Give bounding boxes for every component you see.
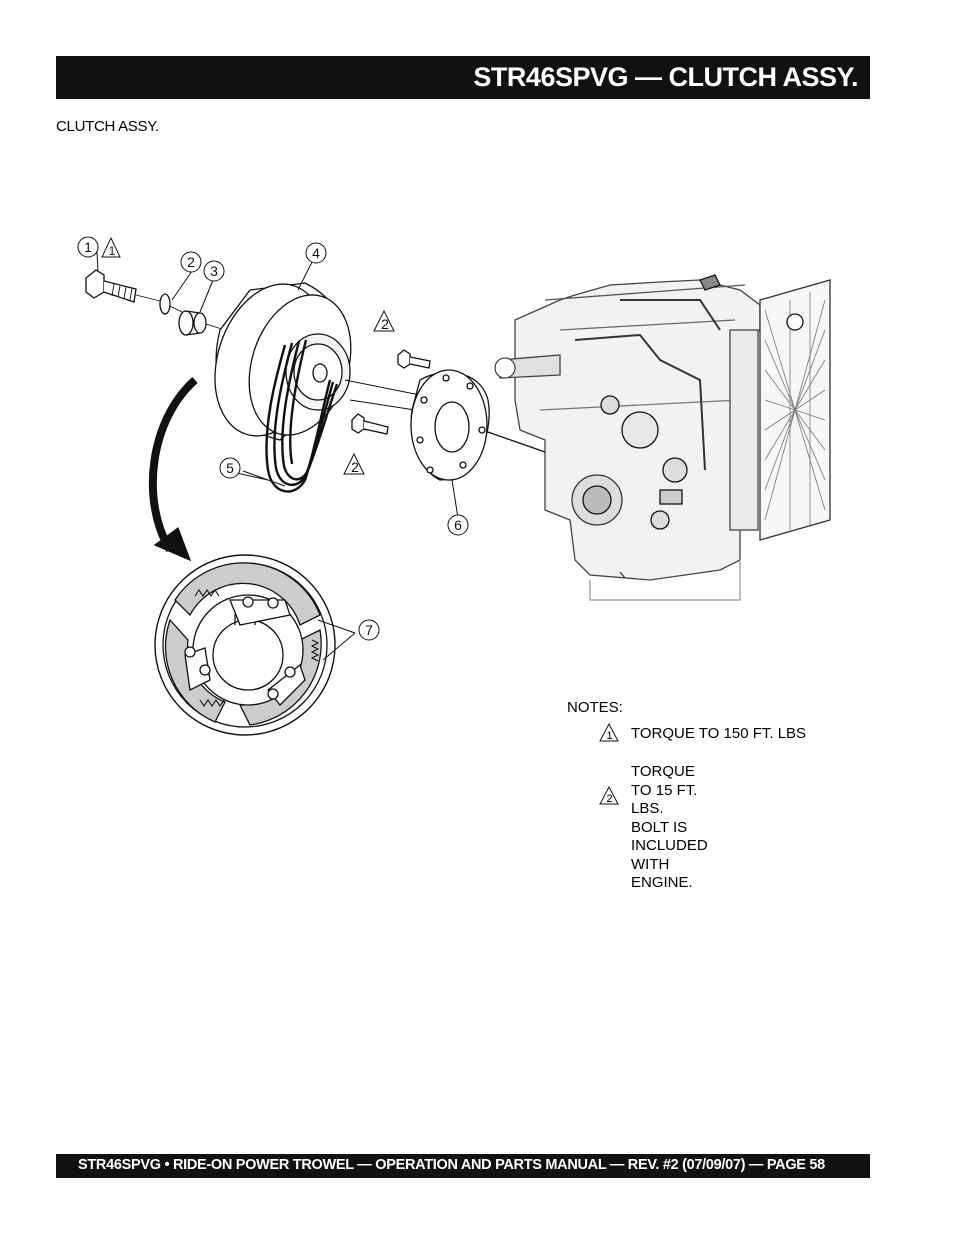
warning-mark-2a: 2 [381,316,389,332]
note-2-text: TORQUE TO 15 FT. LBS. BOLT IS INCLUDED W… [631,763,708,893]
page-footer-text: STR46SPVG • RIDE-ON POWER TROWEL — OPERA… [78,1157,825,1173]
callout-7: 7 [365,622,373,638]
note-2-line-1: TORQUE TO 15 FT. LBS. [631,763,698,817]
note-2-line-3: ENGINE. [631,874,693,891]
page-footer-bar: STR46SPVG • RIDE-ON POWER TROWEL — OPERA… [56,1154,870,1178]
detail-arrow [148,377,198,553]
flange-bolt [397,349,431,369]
section-subtitle: CLUTCH ASSY. [56,118,159,135]
callout-4: 4 [312,245,320,261]
warning-mark-2b: 2 [351,459,359,475]
note-mark-1: 1 [606,730,612,742]
note-2-line-2: BOLT IS INCLUDED WITH [631,818,708,873]
belt-part-5 [265,339,339,493]
flange-bolt [351,413,389,435]
clutch-pulley-part-4 [214,282,421,441]
warning-mark-1: 1 [109,244,116,258]
page-title-bar: STR46SPVG — CLUTCH ASSY. [56,56,870,99]
clutch-shoe-detail-part-7 [154,554,336,736]
callout-1: 1 [84,239,92,255]
callout-5: 5 [226,460,234,476]
page-title: STR46SPVG — CLUTCH ASSY. [473,62,858,92]
bolt-part-1 [85,269,161,303]
engine-illustration [494,274,831,601]
callout-3: 3 [210,263,218,279]
warning-triangle-icon: 2 [599,786,619,805]
warning-triangle-icon: 1 [599,723,619,742]
washer-part-2 [159,293,171,315]
hub-flange-part-6 [410,369,490,481]
callout-6: 6 [454,517,462,533]
callout-2: 2 [187,254,195,270]
notes-heading: NOTES: [567,699,623,716]
note-1-text: TORQUE TO 150 FT. LBS [631,725,807,742]
note-mark-2: 2 [606,793,612,805]
spacer-part-3 [178,310,226,336]
